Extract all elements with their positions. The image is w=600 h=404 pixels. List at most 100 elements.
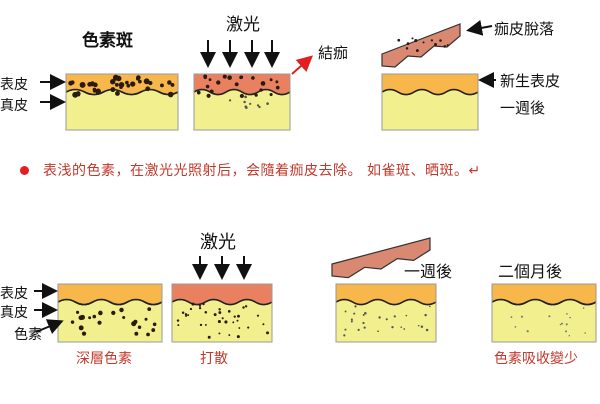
label-deep-pigment: 深層色素 <box>76 351 132 367</box>
fading-pigment-dot <box>362 314 365 317</box>
deep-pigment-dot <box>76 310 80 314</box>
fading-pigment-dot <box>393 315 396 318</box>
scab-dot <box>397 38 401 42</box>
scab-dot <box>443 45 447 48</box>
scattered-pigment-dot <box>204 323 207 326</box>
pigment-dot <box>76 92 81 97</box>
pigment-dot <box>275 80 279 84</box>
label-one-week-top: 一週後 <box>500 99 546 117</box>
scattered-pigment-dot <box>238 327 241 329</box>
scab-dot <box>415 49 419 52</box>
faint-pigment-dot <box>584 332 586 334</box>
pigment-dot <box>167 91 174 98</box>
fading-pigment-dot <box>403 328 406 330</box>
scattered-pigment-dot <box>189 307 193 311</box>
scattered-pigment-dot <box>207 335 211 339</box>
scattered-pigment-dot <box>204 310 208 314</box>
deep-pigment-dot <box>134 331 139 336</box>
fading-pigment-dot <box>354 305 357 308</box>
scattered-pigment-dot <box>185 315 187 317</box>
skin-top-spot-wave-line <box>65 88 179 96</box>
scattered-pigment-dot <box>242 306 245 309</box>
arrow-scab-fall <box>466 19 493 36</box>
pigment-dot <box>216 80 221 85</box>
pigment-fragment <box>228 99 232 102</box>
faint-pigment-dot <box>514 326 517 328</box>
deep-pigment-dot <box>111 310 116 316</box>
pigment-dot <box>116 75 122 82</box>
skin-bottom-two-months-wave-line <box>491 298 597 306</box>
deep-pigment-dot <box>133 319 138 324</box>
faint-pigment-dot <box>560 322 563 325</box>
arrow-to-scab <box>291 55 313 75</box>
scattered-pigment-dot <box>232 321 235 324</box>
scattered-pigment-dot <box>184 313 188 316</box>
pigment-dot <box>239 75 243 80</box>
pigment-dot <box>89 81 95 87</box>
scab-dot <box>414 39 418 43</box>
pigment-dot <box>260 81 266 86</box>
pigment-dot <box>68 80 74 86</box>
scattered-pigment-dot <box>262 323 265 326</box>
skin-top-new-wave-line <box>381 88 479 96</box>
skin-bottom-deep-wave-line <box>57 298 163 306</box>
pigment-dot <box>227 75 232 80</box>
skin-top-spot-outline <box>65 73 179 131</box>
label-scab: 結痂 <box>318 44 349 62</box>
deep-pigment-dot <box>122 316 126 320</box>
pigment-dot <box>205 84 210 89</box>
fading-pigment-dot <box>420 325 424 328</box>
pigment-dot <box>114 82 119 87</box>
label-scatter: 打散 <box>200 351 228 367</box>
skin-bottom-week-outline <box>335 283 437 343</box>
scattered-pigment-dot <box>217 320 221 324</box>
pigment-dot <box>160 83 164 88</box>
label-dermis-top: 真皮 <box>0 98 28 114</box>
pigment-dot <box>206 93 211 98</box>
title-pigment-spot: 色素斑 <box>82 31 133 51</box>
pigment-dot <box>208 78 212 82</box>
fading-pigment-dot <box>425 328 429 332</box>
scattered-pigment-dot <box>187 314 190 317</box>
deep-pigment-dot <box>119 307 124 313</box>
deep-pigment-dot <box>78 325 84 331</box>
pigment-dot <box>251 76 255 80</box>
label-dermis-bottom: 真皮 <box>0 305 28 321</box>
pigment-dot <box>196 90 201 95</box>
fading-pigment-dot <box>350 318 353 321</box>
label-laser-bottom: 激光 <box>200 232 236 253</box>
deep-pigment-dot <box>144 317 148 321</box>
label-one-week-bottom: 一週後 <box>404 262 453 281</box>
fading-pigment-dot <box>344 328 347 331</box>
scab-dot <box>405 47 409 50</box>
label-two-months: 二個月後 <box>498 262 563 281</box>
scattered-pigment-dot <box>199 323 203 327</box>
label-new-epidermis: 新生表皮 <box>500 72 561 90</box>
scattered-pigment-dot <box>198 307 202 310</box>
fading-pigment-dot <box>391 326 394 329</box>
deep-pigment-dot <box>97 320 102 325</box>
scattered-pigment-dot <box>213 313 217 317</box>
scattered-pigment-dot <box>228 334 231 336</box>
scattered-pigment-dot <box>176 319 180 322</box>
fading-pigment-dot <box>429 305 431 308</box>
scattered-pigment-dot <box>236 335 240 339</box>
caption-text: 表浅的色素，在激光光照射后，会隨着痂皮去除。 如雀斑、晒斑。↵ <box>43 163 481 179</box>
scattered-pigment-dot <box>256 314 260 317</box>
label-scab-fall: 痂皮脫落 <box>494 20 555 38</box>
scattered-pigment-dot <box>181 311 185 314</box>
pigment-dot <box>118 82 125 88</box>
pigment-fragment <box>243 100 246 104</box>
caption-row: 表浅的色素，在激光光照射后，会隨着痂皮去除。 如雀斑、晒斑。↵ <box>20 160 481 180</box>
scattered-pigment-dot <box>237 314 240 318</box>
scattered-pigment-dot <box>198 304 202 307</box>
pigment-dot <box>79 81 86 88</box>
fading-pigment-dot <box>417 324 420 327</box>
pigment-dot <box>167 80 172 85</box>
pigment-dot <box>143 78 150 85</box>
scattered-pigment-dot <box>236 319 239 322</box>
deep-pigment-dot <box>79 314 85 320</box>
deep-pigment-dot <box>70 320 75 324</box>
pigment-dot <box>138 79 142 84</box>
scab-dot <box>446 44 449 47</box>
